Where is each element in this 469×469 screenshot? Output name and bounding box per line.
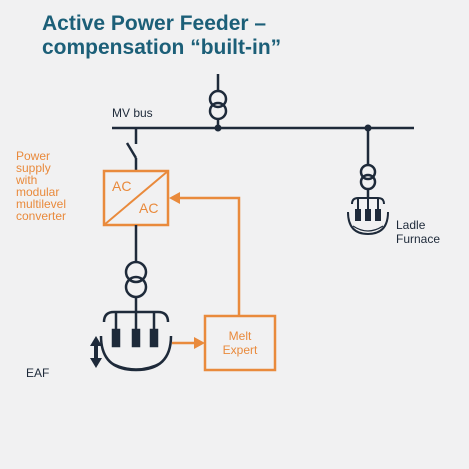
power-supply-line: multilevel: [16, 197, 67, 211]
ladle-transformer-icon: [359, 128, 377, 198]
power-supply-line: Power: [16, 149, 51, 163]
main-transformer-icon: [208, 74, 228, 128]
ladle-furnace-line: Ladle: [396, 218, 426, 232]
power-supply-line: modular: [16, 185, 60, 199]
melt-expert-label: Melt Expert: [205, 329, 275, 357]
ladle-furnace-label: Ladle Furnace: [396, 218, 440, 246]
title-line-2: compensation “built-in”: [42, 36, 282, 59]
power-supply-line: converter: [16, 209, 67, 223]
power-supply-line: supply: [16, 161, 51, 175]
control-signal-arrow: [169, 192, 241, 316]
mv-bus-label: MV bus: [112, 106, 153, 120]
melt-expert-line: Expert: [222, 343, 258, 357]
eaf-furnace-icon: [99, 310, 173, 372]
ladle-furnace-icon: [347, 197, 389, 236]
power-supply-label: Power supply with modular multilevel con…: [16, 150, 66, 222]
feeder-switch-icon: [125, 128, 138, 171]
eaf-transformer-icon: [124, 260, 148, 312]
ladle-furnace-line: Furnace: [396, 232, 441, 246]
measurement-signal-arrow: [172, 337, 205, 349]
eaf-label: EAF: [26, 366, 50, 380]
melt-expert-line: Melt: [228, 329, 252, 343]
title-line-1: Active Power Feeder –: [42, 12, 267, 35]
converter-label-bottom: AC: [139, 200, 159, 216]
power-supply-line: with: [16, 173, 38, 187]
converter-label-top: AC: [112, 178, 132, 194]
electrode-arrow-icon: [90, 336, 102, 368]
diagram-title: Active Power Feeder – compensation “buil…: [42, 12, 281, 60]
